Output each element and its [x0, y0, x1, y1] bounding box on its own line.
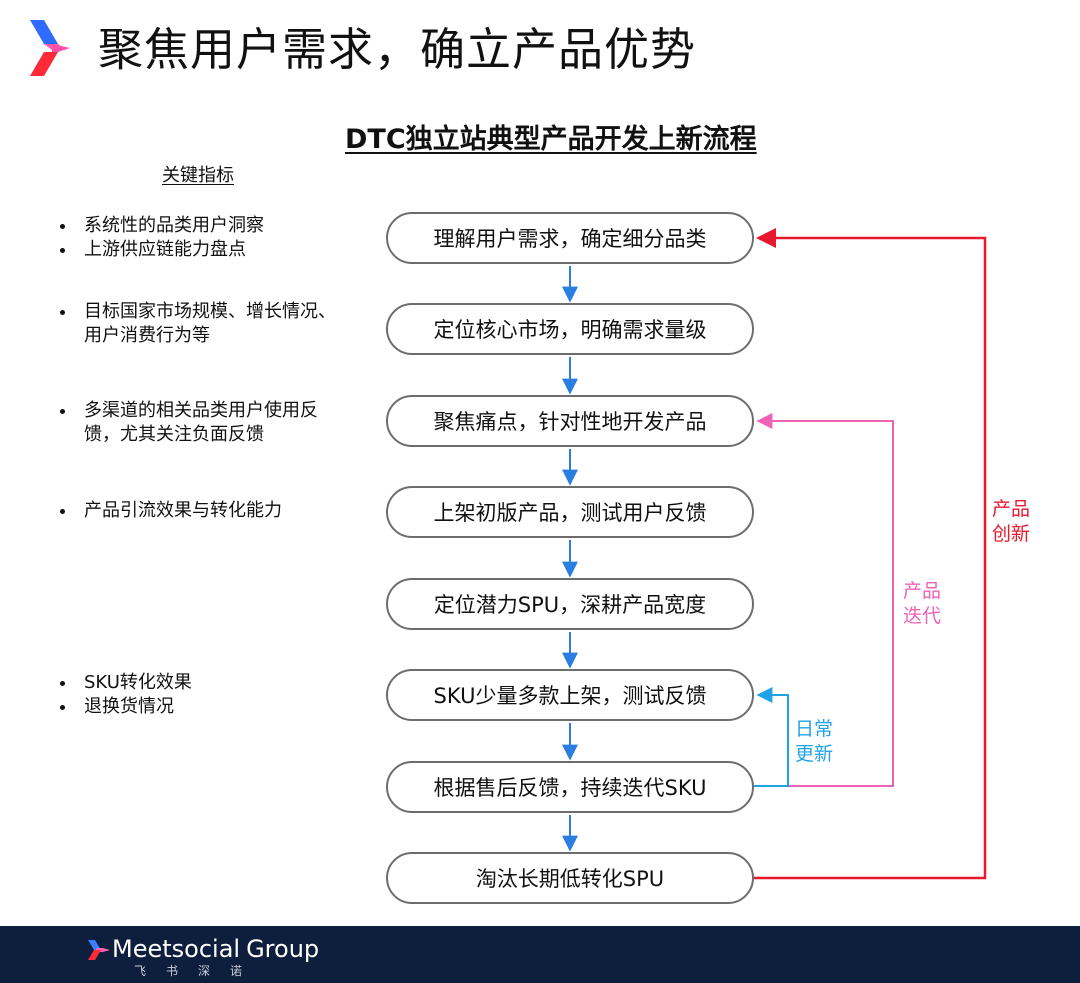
brand-logo-icon	[30, 20, 70, 76]
metric-item: 退换货情况	[56, 695, 356, 719]
flow-step-4: 上架初版产品，测试用户反馈	[386, 486, 754, 538]
metric-item: SKU转化效果	[56, 671, 356, 695]
footer-brand-group: Group	[246, 935, 320, 963]
brand-mark-icon	[88, 940, 110, 960]
metric-item: 上游供应链能力盘点	[56, 238, 356, 262]
diagram-title: DTC独立站典型产品开发上新流程	[345, 124, 757, 155]
page-title: 聚焦用户需求，确立产品优势	[98, 23, 697, 76]
metric-item: 目标国家市场规模、增长情况、用户消费行为等	[56, 300, 346, 348]
metrics-group-3: 多渠道的相关品类用户使用反馈，尤其关注负面反馈	[56, 399, 346, 447]
footer-brand-cn: 飞书深诺	[134, 964, 263, 978]
flow-step-5: 定位潜力SPU，深耕产品宽度	[386, 578, 754, 630]
innovation-loop	[754, 228, 987, 880]
footer-brand-name: Meetsocial	[112, 935, 241, 963]
metric-item: 产品引流效果与转化能力	[56, 499, 356, 523]
daily-update-loop	[754, 687, 789, 787]
metrics-group-5: SKU转化效果 退换货情况	[56, 671, 356, 719]
innovation-loop-label: 产品 创新	[992, 498, 1031, 545]
metrics-group-4: 产品引流效果与转化能力	[56, 499, 356, 523]
flow-step-6: SKU少量多款上架，测试反馈	[386, 669, 754, 721]
iteration-loop	[754, 413, 894, 787]
flow-step-1: 理解用户需求，确定细分品类	[386, 212, 754, 264]
flow-step-2: 定位核心市场，明确需求量级	[386, 303, 754, 355]
metric-item: 系统性的品类用户洞察	[56, 214, 356, 238]
flow-step-7: 根据售后反馈，持续迭代SKU	[386, 761, 754, 813]
daily-update-loop-label: 日常 更新	[795, 718, 834, 765]
footer-bar: Meetsocial Group 飞书深诺	[0, 926, 1080, 983]
flow-step-3: 聚焦痛点，针对性地开发产品	[386, 395, 754, 447]
iteration-loop-label: 产品 迭代	[903, 580, 942, 627]
footer-brand: Meetsocial Group	[88, 935, 319, 963]
metrics-group-1: 系统性的品类用户洞察 上游供应链能力盘点	[56, 214, 356, 262]
metrics-group-2: 目标国家市场规模、增长情况、用户消费行为等	[56, 300, 346, 348]
metrics-header: 关键指标	[162, 165, 234, 186]
metric-item: 多渠道的相关品类用户使用反馈，尤其关注负面反馈	[56, 399, 346, 447]
flow-step-8: 淘汰长期低转化SPU	[386, 852, 754, 904]
